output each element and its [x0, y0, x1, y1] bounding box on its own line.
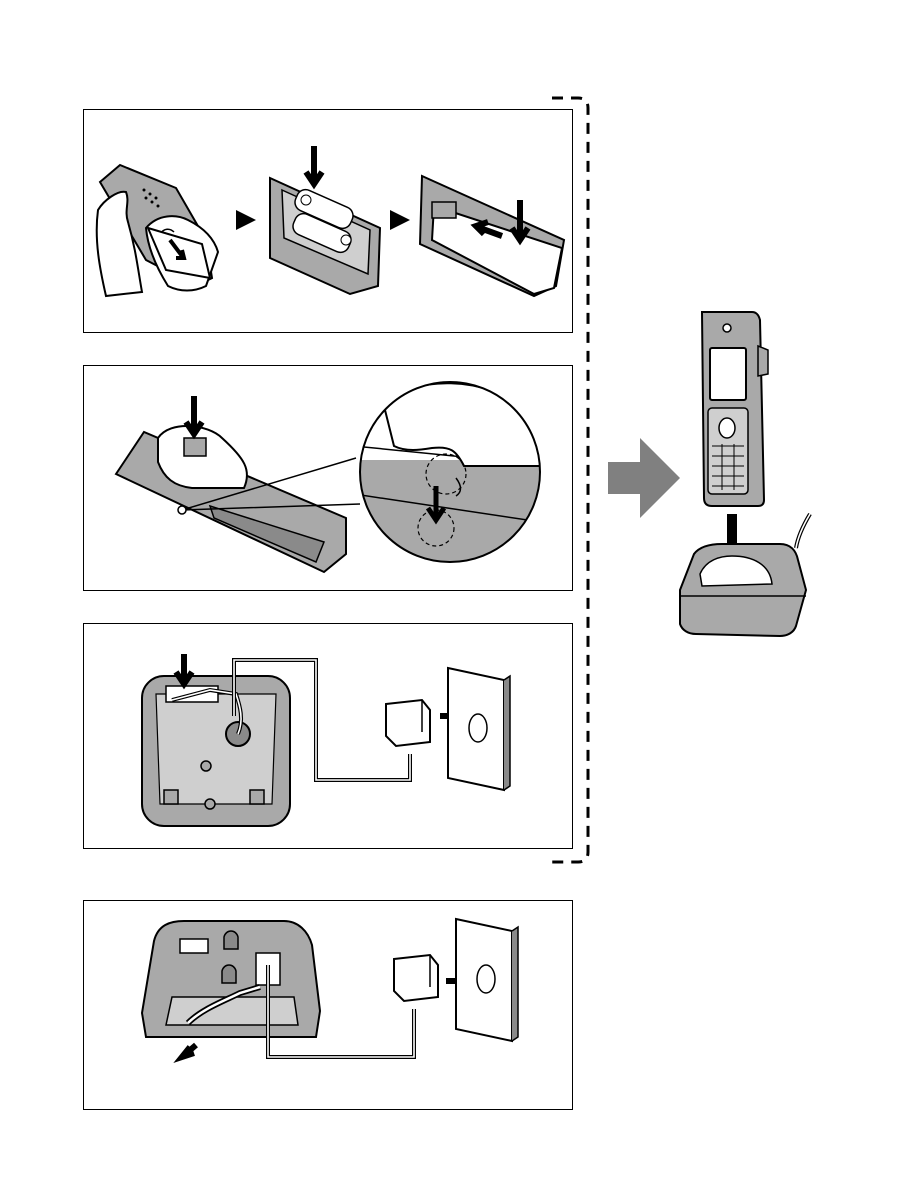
- ac-adaptor-icon: [394, 955, 438, 1001]
- belt-clip-tab: [184, 438, 206, 456]
- step-3-charger-panel: [83, 623, 573, 849]
- handset-keypad: [708, 408, 748, 494]
- closing-cover-icon: [420, 176, 564, 296]
- ac-adaptor-icon: [386, 700, 430, 746]
- handset-icon: [702, 312, 768, 506]
- charger-connection-alt-illustration: [84, 901, 574, 1111]
- magnifier-inset: [354, 382, 554, 580]
- insert-arrow-icon: [306, 146, 322, 184]
- plug-arrow-icon: [182, 1045, 196, 1057]
- wall-outlet-icon: [456, 919, 518, 1041]
- wall-outlet-icon: [448, 668, 510, 790]
- down-arrow-icon: [722, 514, 742, 564]
- next-step-arrow-icon: [236, 210, 256, 230]
- battery-compartment-icon: [270, 178, 380, 294]
- push-arrow-icon: [186, 396, 202, 434]
- step-2-belt-clip-panel: [83, 365, 573, 591]
- zoom-origin: [178, 506, 186, 514]
- battery-installation-illustration: [84, 110, 574, 334]
- charger-bottom-icon: [142, 676, 290, 826]
- charger-connection-illustration: [84, 624, 574, 850]
- step-4-charger-panel: [83, 900, 573, 1110]
- belt-clip-icon: [158, 426, 247, 488]
- charger-icon: [680, 514, 810, 636]
- flow-arrow-icon: [608, 438, 680, 518]
- belt-clip-illustration: [84, 366, 574, 592]
- next-step-arrow-icon-2: [390, 210, 410, 230]
- handset-display: [710, 348, 746, 400]
- step-1-battery-panel: [83, 109, 573, 333]
- plug-arrow-icon: [176, 654, 192, 684]
- charger-rear-icon: [142, 921, 320, 1037]
